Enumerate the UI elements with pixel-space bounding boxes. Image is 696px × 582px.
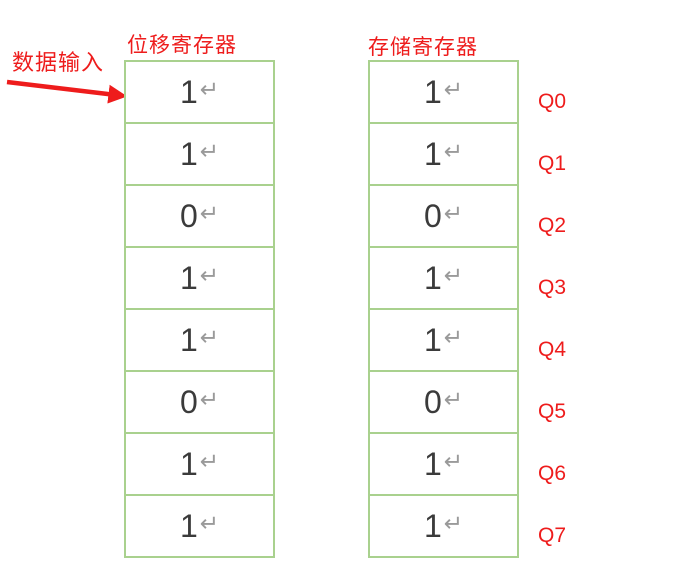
storage-register-cell-4: 1↵ bbox=[368, 308, 519, 372]
output-label-q6: Q6 bbox=[538, 462, 567, 485]
storage-register-cell-7: 1↵ bbox=[368, 494, 519, 558]
cell-value: 1 bbox=[179, 446, 198, 482]
return-mark-icon: ↵ bbox=[443, 75, 464, 102]
output-label-q1: Q1 bbox=[538, 152, 567, 175]
storage-register-cell-0: 1↵ bbox=[368, 60, 519, 124]
data-input-label: 数据输入 bbox=[12, 50, 105, 75]
return-mark-icon: ↵ bbox=[199, 261, 220, 288]
return-mark-icon: ↵ bbox=[199, 323, 220, 350]
cell-value: 1 bbox=[423, 260, 442, 296]
cell-value: 0 bbox=[179, 384, 198, 420]
cell-value: 1 bbox=[179, 136, 198, 172]
storage-register-column: 1↵ 1↵ 0↵ 1↵ 1↵ 0↵ 1↵ 1↵ bbox=[368, 60, 519, 558]
output-label-q7: Q7 bbox=[538, 524, 567, 547]
shift-register-cell-2: 0↵ bbox=[124, 184, 275, 248]
return-mark-icon: ↵ bbox=[199, 385, 220, 412]
cell-value: 0 bbox=[423, 384, 442, 420]
return-mark-icon: ↵ bbox=[443, 137, 464, 164]
return-mark-icon: ↵ bbox=[199, 199, 220, 226]
output-label-q3: Q3 bbox=[538, 276, 567, 299]
return-mark-icon: ↵ bbox=[199, 509, 220, 536]
data-input-arrow-icon bbox=[6, 79, 128, 104]
shift-register-column: 1↵ 1↵ 0↵ 1↵ 1↵ 0↵ 1↵ 1↵ bbox=[124, 60, 275, 558]
cell-value: 0 bbox=[179, 198, 198, 234]
cell-value: 1 bbox=[423, 508, 442, 544]
return-mark-icon: ↵ bbox=[443, 385, 464, 412]
cell-value: 1 bbox=[423, 322, 442, 358]
storage-register-title: 存储寄存器 bbox=[368, 36, 478, 59]
return-mark-icon: ↵ bbox=[443, 199, 464, 226]
shift-register-cell-4: 1↵ bbox=[124, 308, 275, 372]
cell-value: 1 bbox=[423, 446, 442, 482]
output-label-q4: Q4 bbox=[538, 338, 567, 361]
cell-value: 0 bbox=[423, 198, 442, 234]
return-mark-icon: ↵ bbox=[443, 261, 464, 288]
cell-value: 1 bbox=[423, 136, 442, 172]
output-label-q2: Q2 bbox=[538, 214, 567, 237]
shift-register-cell-0: 1↵ bbox=[124, 60, 275, 124]
storage-register-cell-1: 1↵ bbox=[368, 122, 519, 186]
shift-register-cell-3: 1↵ bbox=[124, 246, 275, 310]
storage-register-cell-6: 1↵ bbox=[368, 432, 519, 496]
output-label-q5: Q5 bbox=[538, 400, 567, 423]
cell-value: 1 bbox=[423, 74, 442, 110]
cell-value: 1 bbox=[179, 322, 198, 358]
return-mark-icon: ↵ bbox=[199, 137, 220, 164]
shift-register-title: 位移寄存器 bbox=[127, 34, 237, 57]
shift-register-cell-5: 0↵ bbox=[124, 370, 275, 434]
return-mark-icon: ↵ bbox=[199, 75, 220, 102]
return-mark-icon: ↵ bbox=[443, 509, 464, 536]
storage-register-cell-5: 0↵ bbox=[368, 370, 519, 434]
shift-register-cell-7: 1↵ bbox=[124, 494, 275, 558]
shift-register-cell-6: 1↵ bbox=[124, 432, 275, 496]
output-label-q0: Q0 bbox=[538, 90, 567, 113]
cell-value: 1 bbox=[179, 260, 198, 296]
storage-register-cell-3: 1↵ bbox=[368, 246, 519, 310]
cell-value: 1 bbox=[179, 508, 198, 544]
cell-value: 1 bbox=[179, 74, 198, 110]
return-mark-icon: ↵ bbox=[443, 447, 464, 474]
return-mark-icon: ↵ bbox=[199, 447, 220, 474]
shift-register-cell-1: 1↵ bbox=[124, 122, 275, 186]
storage-register-cell-2: 0↵ bbox=[368, 184, 519, 248]
return-mark-icon: ↵ bbox=[443, 323, 464, 350]
